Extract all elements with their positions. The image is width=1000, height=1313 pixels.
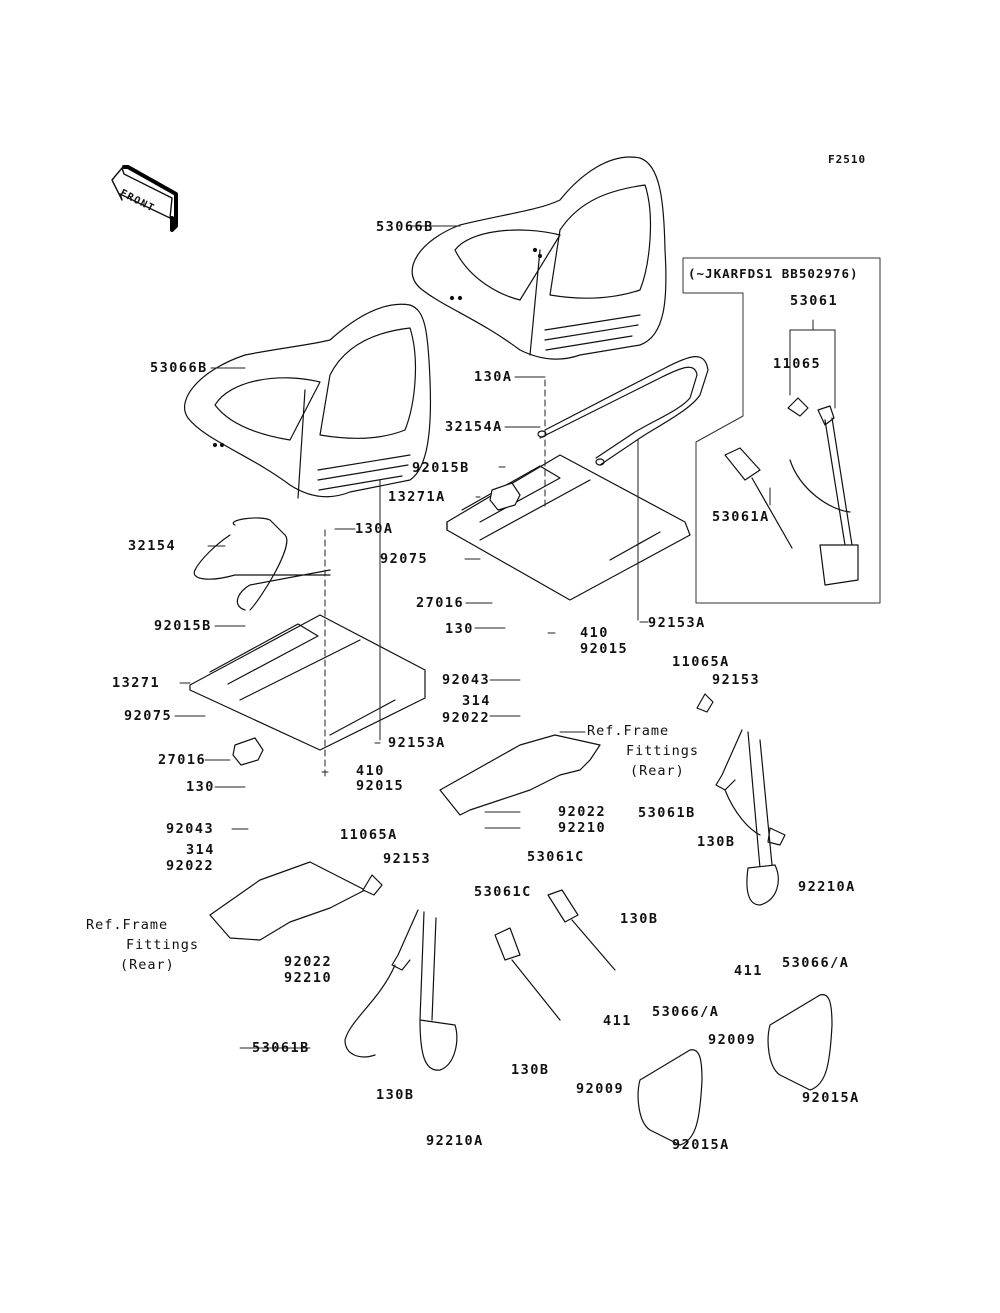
label-ref-frame-left-3: (Rear) — [120, 957, 175, 973]
label-27016-lower[interactable]: 27016 — [158, 752, 207, 768]
label-32154a[interactable]: 32154A — [445, 419, 503, 435]
label-92210-left[interactable]: 92210 — [284, 970, 333, 986]
label-buckle-boxed[interactable]: 53061A — [712, 509, 770, 525]
label-411-b[interactable]: 411 — [734, 963, 763, 979]
front-arrow-icon — [112, 167, 176, 230]
label-314-left[interactable]: 314 — [186, 842, 215, 858]
seatbelt-boxed — [790, 406, 858, 585]
label-130b-right[interactable]: 130B — [697, 834, 736, 850]
label-92153-left[interactable]: 92153 — [383, 851, 432, 867]
label-belt-assy-boxed[interactable]: 53061 — [790, 293, 839, 309]
label-92210a-right[interactable]: 92210A — [798, 879, 856, 895]
label-130b-buckle-b[interactable]: 130B — [511, 1062, 550, 1078]
guide-11065a-left — [363, 875, 382, 895]
label-53061b-left[interactable]: 53061B — [252, 1040, 310, 1056]
label-411-a[interactable]: 411 — [603, 1013, 632, 1029]
seat-plate-upper — [447, 455, 690, 600]
label-92153a-upper[interactable]: 92153A — [648, 615, 706, 631]
label-92075-lower[interactable]: 92075 — [124, 708, 173, 724]
label-92015-upper[interactable]: 92015 — [580, 641, 629, 657]
label-92043-right[interactable]: 92043 — [442, 672, 491, 688]
label-92015a-a[interactable]: 92015A — [672, 1137, 730, 1153]
label-92015b-lower[interactable]: 92015B — [154, 618, 212, 634]
label-11065a-right[interactable]: 11065A — [672, 654, 730, 670]
label-ref-frame-left-2: Fittings — [126, 937, 200, 953]
label-92022-right-bot[interactable]: 92022 — [558, 804, 607, 820]
label-92022-left-top[interactable]: 92022 — [166, 858, 215, 874]
label-92009-b[interactable]: 92009 — [708, 1032, 757, 1048]
label-130b-buckle-a[interactable]: 130B — [620, 911, 659, 927]
label-410-lower[interactable]: 410 — [356, 763, 385, 779]
label-130a-lower[interactable]: 130A — [355, 521, 394, 537]
leader-lines — [175, 226, 835, 1048]
label-92015b-upper[interactable]: 92015B — [412, 460, 470, 476]
label-53066a-a[interactable]: 53066/A — [652, 1004, 720, 1020]
label-92015-lower[interactable]: 92015 — [356, 778, 405, 794]
label-92210a-left[interactable]: 92210A — [426, 1133, 484, 1149]
label-seat-upper[interactable]: 53066B — [376, 219, 434, 235]
label-13271[interactable]: 13271 — [112, 675, 161, 691]
label-92153a-lower[interactable]: 92153A — [388, 735, 446, 751]
label-ref-frame-right-2: Fittings — [626, 743, 700, 759]
buckle-53061c-a — [495, 928, 560, 1020]
label-seat-lower[interactable]: 53066B — [150, 360, 208, 376]
label-ref-frame-right-3: (Rear) — [630, 763, 685, 779]
frame-fitting-left — [210, 862, 365, 940]
bracket-27016-lower — [233, 738, 263, 765]
label-27016-upper[interactable]: 27016 — [416, 595, 465, 611]
seat-lower — [185, 304, 431, 498]
label-92210-right[interactable]: 92210 — [558, 820, 607, 836]
label-92009-a[interactable]: 92009 — [576, 1081, 625, 1097]
label-130-lower[interactable]: 130 — [186, 779, 215, 795]
guide-11065a-right — [697, 694, 713, 712]
label-130-upper[interactable]: 130 — [445, 621, 474, 637]
seatbelt-left — [345, 910, 457, 1070]
label-92015a-b[interactable]: 92015A — [802, 1090, 860, 1106]
label-130a-upper[interactable]: 130A — [474, 369, 513, 385]
label-53061b-right[interactable]: 53061B — [638, 805, 696, 821]
label-53061c-b[interactable]: 53061C — [474, 884, 532, 900]
guide-11065-boxed — [788, 398, 808, 416]
note-box-outline — [683, 258, 880, 603]
label-92153-right[interactable]: 92153 — [712, 672, 761, 688]
grab-bar-upper — [538, 357, 708, 465]
grab-bar-lower — [194, 518, 330, 610]
pad-53066a-b — [768, 995, 832, 1090]
label-410-upper[interactable]: 410 — [580, 625, 609, 641]
label-92022-left-bot[interactable]: 92022 — [284, 954, 333, 970]
label-11065a-left[interactable]: 11065A — [340, 827, 398, 843]
label-314-right[interactable]: 314 — [462, 693, 491, 709]
buckle-boxed — [725, 448, 792, 548]
seat-plate-lower — [190, 615, 425, 750]
label-guide-boxed[interactable]: 11065 — [773, 356, 822, 372]
buckle-53061c-b — [548, 890, 615, 970]
label-92075-upper[interactable]: 92075 — [380, 551, 429, 567]
label-13271a[interactable]: 13271A — [388, 489, 446, 505]
seatbelt-right — [716, 730, 785, 905]
label-ref-frame-right-1: Ref.Frame — [587, 723, 670, 739]
label-92043-left[interactable]: 92043 — [166, 821, 215, 837]
note-box-label: (~JKARFDS1 BB502976) — [688, 266, 859, 281]
label-130b-left[interactable]: 130B — [376, 1087, 415, 1103]
frame-fitting-right — [440, 735, 600, 815]
bracket-27016-upper — [490, 483, 520, 510]
label-53061c-a[interactable]: 53061C — [527, 849, 585, 865]
label-92022-right-top[interactable]: 92022 — [442, 710, 491, 726]
seat-upper — [412, 157, 666, 359]
figure-code: F2510 — [828, 153, 867, 166]
pad-53066a-a — [638, 1050, 702, 1145]
label-ref-frame-left-1: Ref.Frame — [86, 917, 169, 933]
label-32154[interactable]: 32154 — [128, 538, 177, 554]
label-53066a-b[interactable]: 53066/A — [782, 955, 850, 971]
